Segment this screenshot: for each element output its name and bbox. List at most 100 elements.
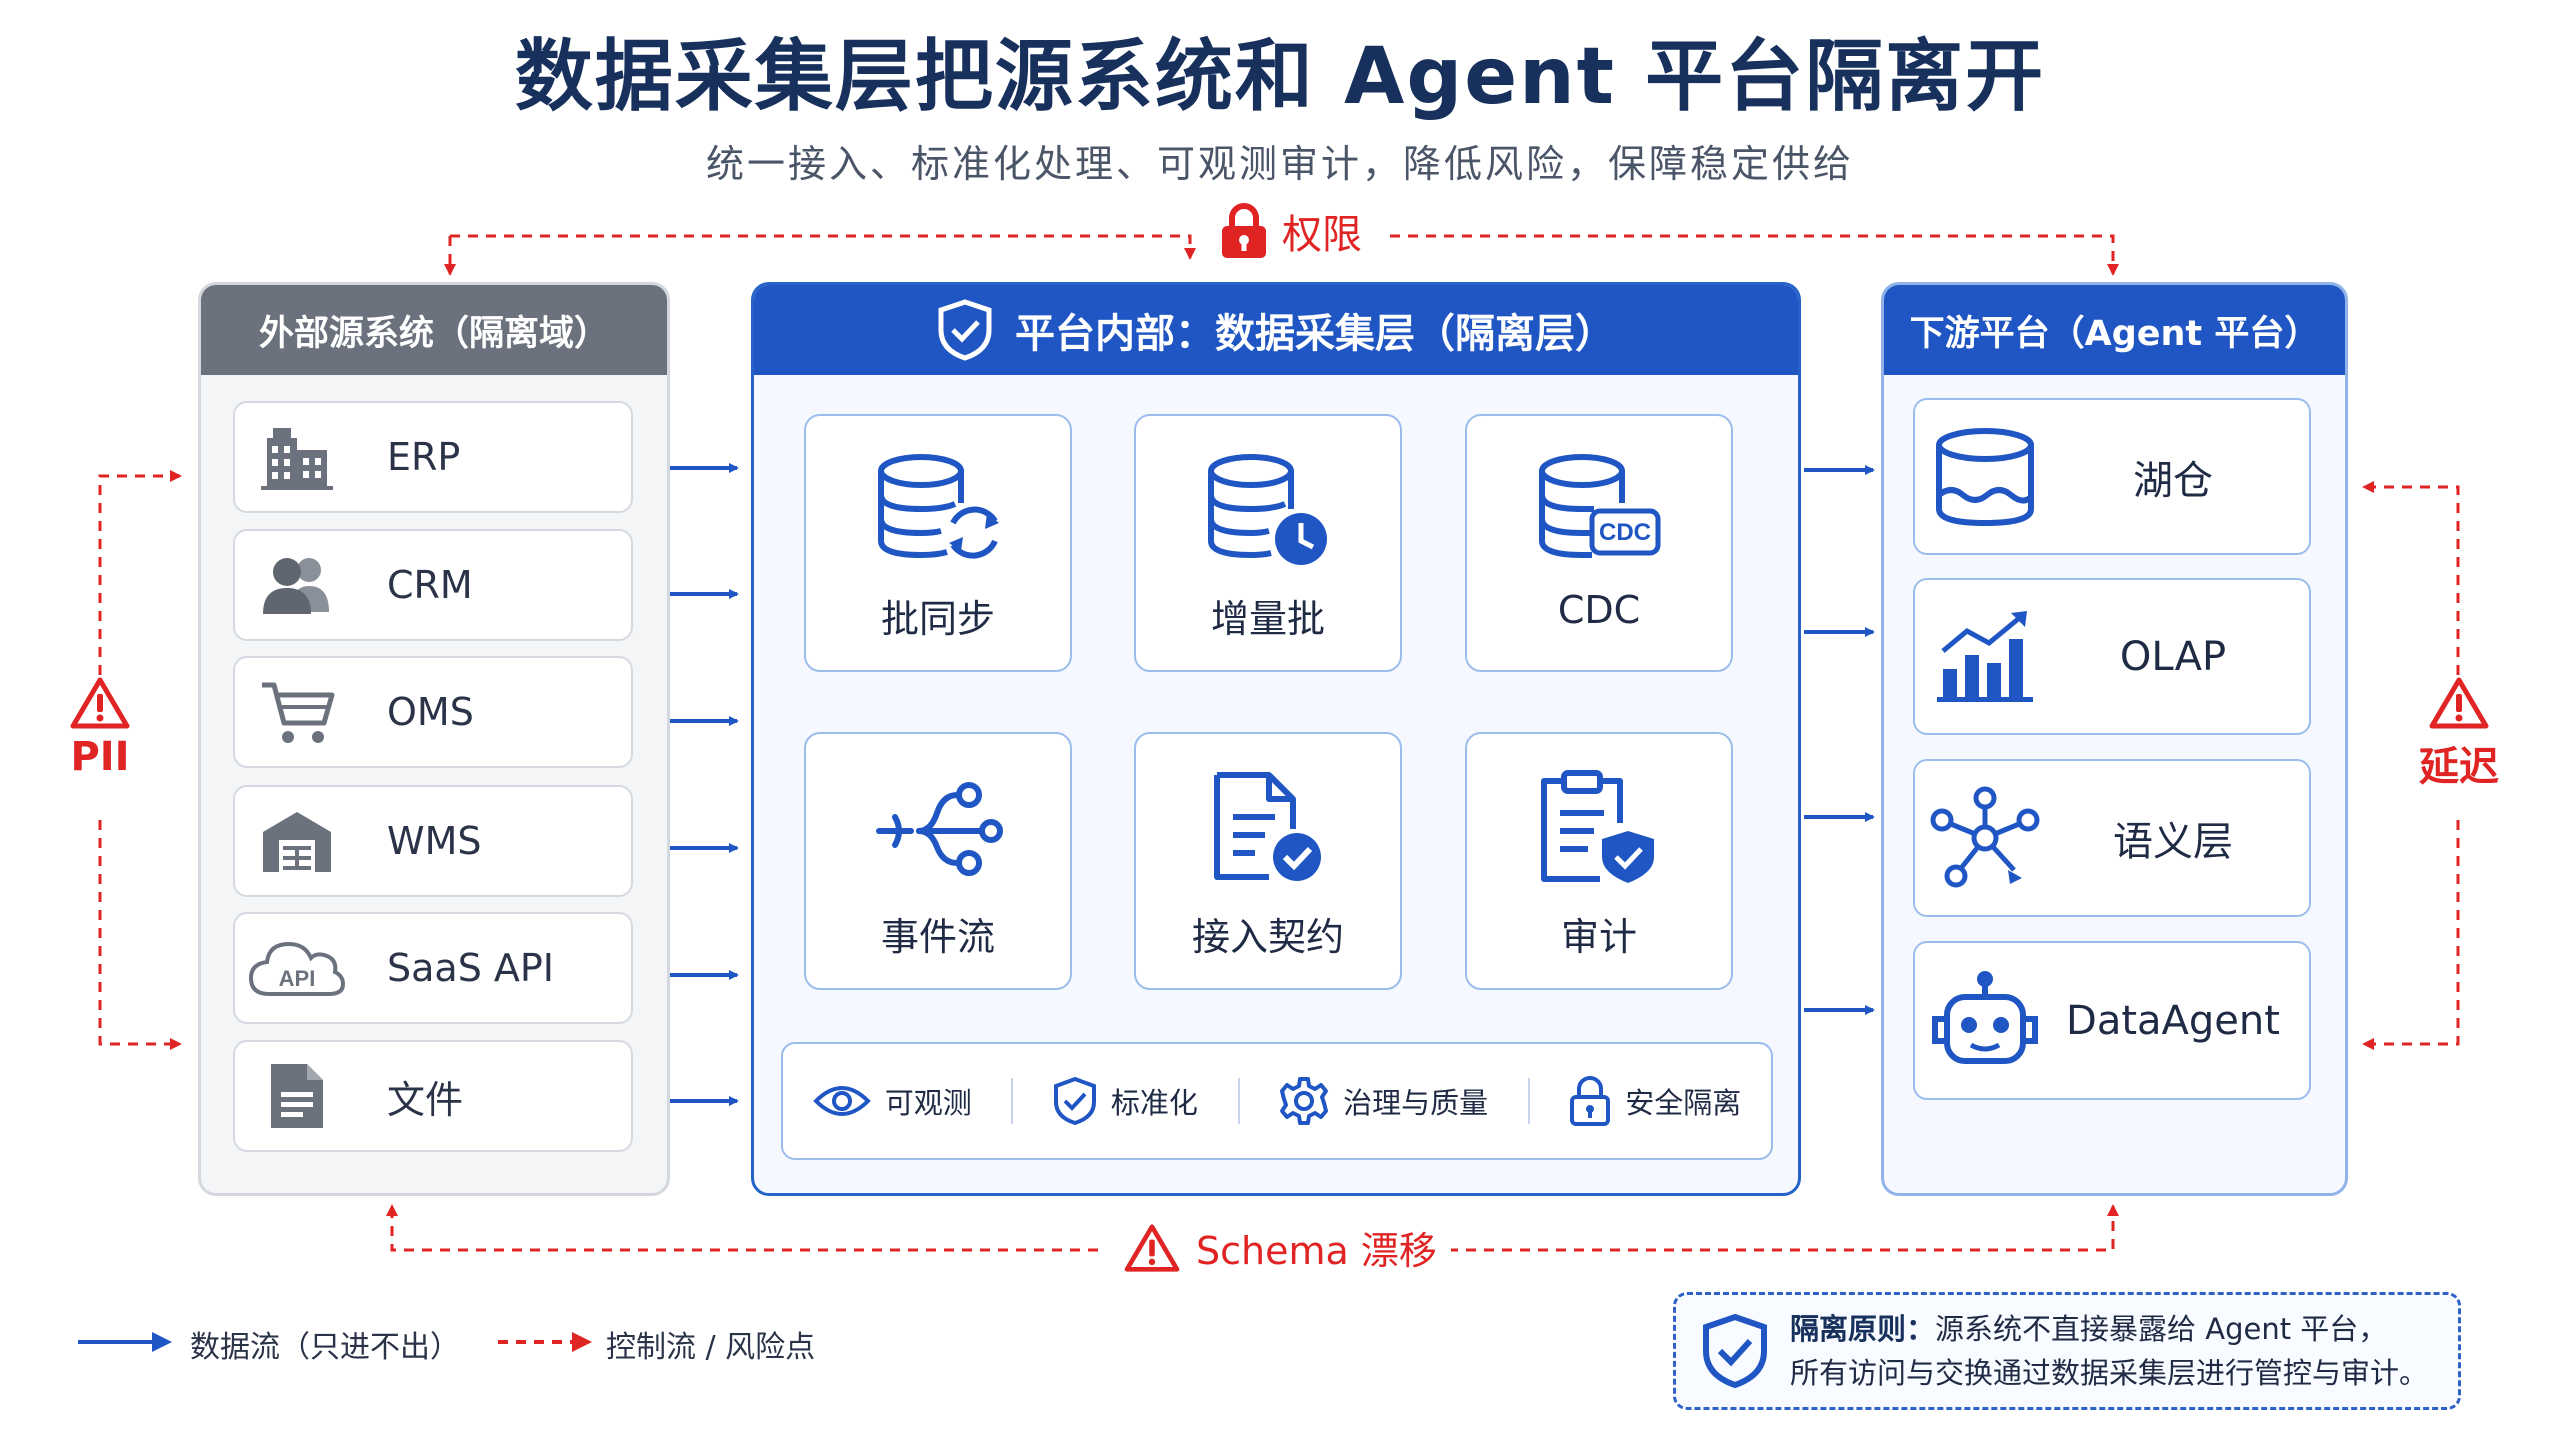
page-title: 数据采集层把源系统和 Agent 平台隔离开 [514, 32, 2046, 122]
legend-control-flow: 控制流 / 风险点 [606, 1330, 816, 1365]
lakehouse-icon [1936, 427, 2034, 526]
isolation-principle-box: 隔离原则：源系统不直接暴露给 Agent 平台， 所有访问与交换通过数据采集层进… [1673, 1292, 2461, 1410]
source-wms[interactable]: WMS [233, 785, 633, 897]
ingestion-layer-title: 平台内部：数据采集层（隔离层） [1015, 311, 1615, 357]
feature-divider [1527, 1078, 1530, 1124]
risk-latency-label: 延迟 [2419, 744, 2499, 790]
database-sync-icon [878, 454, 999, 559]
source-saas-api[interactable]: API SaaS API [233, 912, 633, 1024]
right-control-line [2362, 481, 2460, 675]
gear-icon [1280, 1077, 1329, 1125]
shield-check-icon [1053, 1076, 1096, 1126]
module-incremental-batch[interactable]: 增量批 [1134, 414, 1402, 672]
isolation-principle-text: 隔离原则：源系统不直接暴露给 Agent 平台， 所有访问与交换通过数据采集层进… [1790, 1307, 2428, 1395]
source-label: CRM [387, 563, 473, 607]
risk-permission: 权限 [1208, 202, 1374, 260]
ingestion-layer-header: 平台内部：数据采集层（隔离层） [754, 285, 1798, 375]
warning-icon [70, 677, 130, 729]
downstream-platform-title: 下游平台（Agent 平台） [1909, 313, 2320, 354]
warehouse-icon [263, 812, 331, 872]
target-label: 湖仓 [2133, 457, 2213, 504]
warning-icon [2429, 677, 2489, 729]
database-cdc-icon: CDC [1539, 454, 1661, 558]
document-icon [271, 1064, 323, 1128]
api-cloud-icon: API [248, 941, 346, 996]
target-semantic-layer[interactable]: 语义层 [1913, 759, 2311, 917]
module-label: 批同步 [880, 597, 995, 641]
risk-pii: PII [62, 676, 138, 780]
shield-check-icon [938, 299, 992, 361]
module-batch-sync[interactable]: 批同步 [804, 414, 1072, 672]
graph-icon [1930, 786, 2040, 888]
target-dataagent[interactable]: DataAgent [1913, 941, 2311, 1100]
lock-icon [1570, 1076, 1611, 1126]
feature-label: 标准化 [1110, 1086, 1198, 1120]
risk-permission-label: 权限 [1282, 212, 1362, 258]
source-label: 文件 [387, 1077, 464, 1122]
source-systems-header: 外部源系统（隔离域） [201, 285, 667, 375]
source-label: SaaS API [387, 946, 555, 990]
downstream-platform-header: 下游平台（Agent 平台） [1884, 285, 2345, 375]
feature-label: 安全隔离 [1625, 1086, 1742, 1120]
audit-clipboard-icon [1541, 770, 1654, 883]
feature-divider [1237, 1078, 1240, 1124]
source-crm[interactable]: CRM [233, 529, 633, 641]
source-label: WMS [387, 819, 482, 863]
feature-bar: 可观测 标准化 治理与质量 安全隔离 [781, 1042, 1773, 1160]
module-label: CDC [1557, 588, 1641, 632]
lock-icon [1222, 203, 1266, 258]
module-ingestion-contract[interactable]: 接入契约 [1134, 732, 1402, 990]
module-event-stream[interactable]: 事件流 [804, 732, 1072, 990]
module-audit[interactable]: 审计 [1465, 732, 1733, 990]
target-label: OLAP [2119, 633, 2227, 680]
module-label: 事件流 [880, 915, 995, 959]
source-files[interactable]: 文件 [233, 1040, 633, 1152]
cart-icon [262, 682, 335, 743]
source-erp[interactable]: ERP [233, 401, 633, 513]
legend-data-flow-arrow [78, 1332, 172, 1352]
source-label: OMS [387, 690, 474, 734]
svg-text:CDC: CDC [1599, 519, 1651, 546]
target-label: DataAgent [2066, 997, 2280, 1044]
bar-chart-icon [1937, 610, 2033, 702]
target-olap[interactable]: OLAP [1913, 578, 2311, 735]
building-icon [261, 428, 333, 490]
feature-label: 可观测 [884, 1086, 972, 1120]
module-label: 审计 [1560, 915, 1637, 959]
risk-schema-drift: Schema 漂移 [1110, 1220, 1451, 1275]
shield-check-icon [1703, 1313, 1767, 1389]
module-cdc[interactable]: CDC CDC [1465, 414, 1733, 672]
robot-icon [1932, 970, 2038, 1064]
warning-icon [1124, 1223, 1180, 1272]
page-subtitle: 统一接入、标准化处理、可观测审计，降低风险，保障稳定供给 [705, 142, 1854, 186]
legend-control-flow-arrow [498, 1332, 592, 1352]
users-icon [263, 558, 329, 614]
left-control-line [98, 470, 182, 675]
feature-standardization: 标准化 [1053, 1076, 1198, 1126]
feature-governance-quality: 治理与质量 [1279, 1076, 1488, 1126]
module-label: 接入契约 [1191, 915, 1344, 959]
target-label: 语义层 [2113, 819, 2233, 865]
svg-text:API: API [279, 966, 316, 991]
feature-divider [1011, 1078, 1014, 1124]
module-label: 增量批 [1210, 597, 1325, 641]
database-clock-icon [1208, 454, 1327, 565]
legend-data-flow: 数据流（只进不出） [190, 1330, 460, 1365]
risk-schema-drift-label: Schema 漂移 [1196, 1229, 1437, 1273]
feature-observability: 可观测 [812, 1080, 972, 1122]
eye-icon [812, 1086, 871, 1116]
contract-check-icon [1214, 772, 1321, 881]
isolation-principle-line1: 源系统不直接暴露给 Agent 平台， [1935, 1312, 2388, 1346]
feature-security-isolation: 安全隔离 [1569, 1075, 1741, 1127]
target-lakehouse[interactable]: 湖仓 [1913, 398, 2311, 555]
isolation-principle-line2: 所有访问与交换通过数据采集层进行管控与审计。 [1790, 1356, 2429, 1390]
isolation-principle-title: 隔离原则： [1790, 1312, 1936, 1346]
event-stream-icon [876, 782, 1003, 876]
top-control-line [450, 234, 1196, 260]
risk-latency: 延迟 [2412, 676, 2506, 792]
bottom-control-line [386, 1204, 1098, 1252]
source-systems-title: 外部源系统（隔离域） [258, 313, 609, 354]
source-label: ERP [387, 435, 461, 479]
source-oms[interactable]: OMS [233, 656, 633, 768]
feature-label: 治理与质量 [1343, 1086, 1489, 1120]
